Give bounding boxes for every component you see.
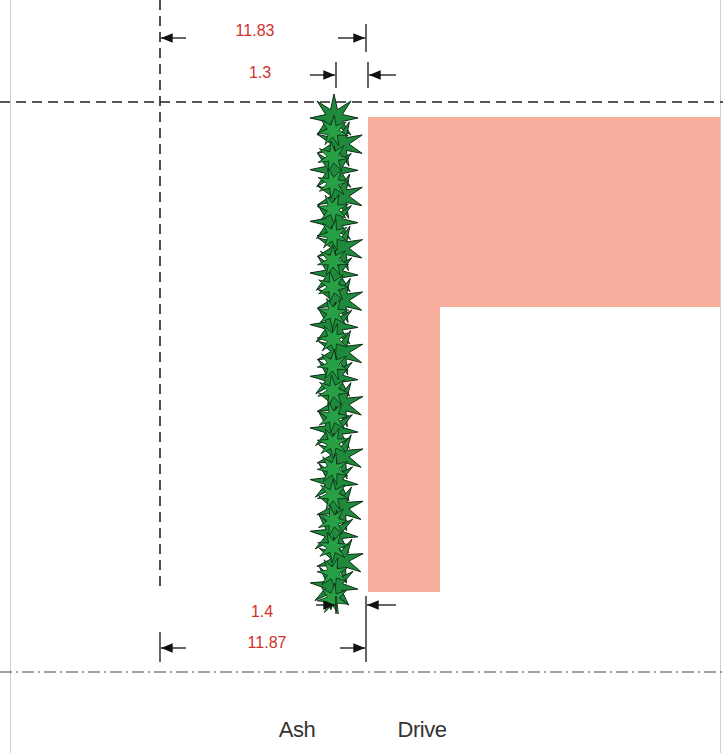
boundary-line	[159, 0, 161, 592]
tree-symbol	[317, 194, 348, 225]
tree-symbol	[317, 558, 348, 589]
tree-symbol	[317, 453, 348, 484]
tree-symbol	[317, 428, 348, 459]
tree-symbol	[317, 324, 348, 355]
tree-symbol	[317, 583, 348, 614]
tree-symbol	[317, 245, 348, 276]
street-name: Drive	[398, 719, 447, 741]
tree-symbol	[318, 375, 349, 406]
tree-symbol	[317, 479, 348, 509]
tree-symbol	[317, 349, 348, 380]
tree-symbol	[317, 115, 348, 146]
frame	[11, 0, 721, 753]
tree-symbol	[318, 402, 349, 433]
dimension-label: 11.83	[236, 23, 275, 39]
hedge	[310, 94, 363, 614]
tree-symbol	[318, 298, 349, 329]
tree-symbol	[318, 141, 349, 172]
tree-symbol	[318, 168, 349, 199]
dimension-lines	[160, 24, 396, 662]
dimension-label: 1.4	[251, 604, 273, 620]
road-centre-line	[0, 671, 723, 672]
street-name: Ash	[279, 719, 315, 741]
dimension-label: 11.87	[248, 635, 287, 651]
driveway	[368, 117, 720, 592]
tree-symbol	[318, 505, 349, 536]
boundary-line	[0, 101, 723, 103]
dimension-label: 1.3	[249, 65, 271, 81]
tree-symbol	[318, 532, 349, 563]
tree-symbol	[319, 271, 349, 302]
